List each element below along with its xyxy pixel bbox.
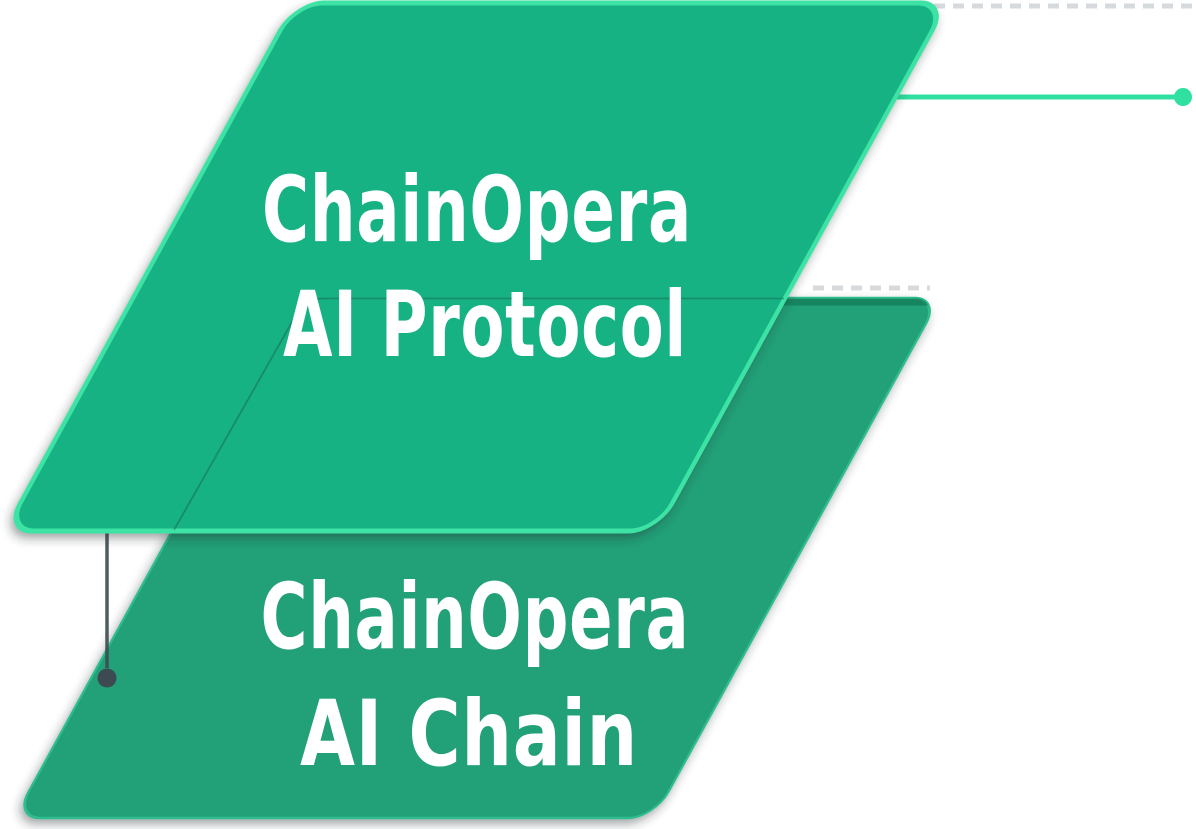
ai-protocol-label-line1: ChainOpera	[262, 158, 692, 263]
ai-protocol-label-line2: AI Protocol	[283, 273, 687, 378]
chain-connector-dot	[97, 668, 117, 688]
ai-chain-label-line2: AI Chain	[300, 682, 638, 787]
protocol-callout-dot	[1174, 88, 1192, 106]
ai-protocol-card	[13, 0, 939, 534]
ai-protocol-card-shape	[13, 0, 939, 534]
chain-card-hidden-edge-line	[173, 297, 784, 531]
ai-chain-label-line1: ChainOpera	[261, 565, 690, 670]
